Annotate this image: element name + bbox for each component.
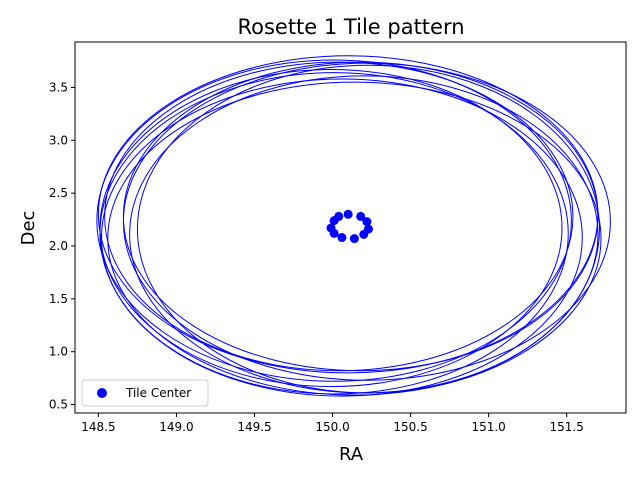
legend-marker <box>97 388 107 398</box>
x-axis: 148.5 149.0 149.5 150.0 150.5 151.0 151.5 <box>81 413 584 434</box>
tile-center-point <box>362 217 372 227</box>
x-tick-label: 149.5 <box>237 420 271 434</box>
y-tick-label: 1.5 <box>49 292 68 306</box>
x-axis-label: RA <box>339 444 364 465</box>
chart-title: Rosette 1 Tile pattern <box>237 15 464 39</box>
tile-outline-6 <box>107 81 602 396</box>
tile-center-point <box>359 229 369 239</box>
legend-box <box>81 379 209 407</box>
y-axis-label: Dec <box>18 211 39 246</box>
circles-layer <box>96 55 611 397</box>
x-tick-label: 150.0 <box>315 420 349 434</box>
x-tick-label: 148.5 <box>81 420 115 434</box>
legend: Tile Center <box>81 379 209 407</box>
x-tick-label: 151.5 <box>550 420 584 434</box>
x-tick-label: 150.5 <box>393 420 427 434</box>
tile-center-point <box>326 223 336 233</box>
y-axis: 0.5 1.0 1.5 2.0 2.5 3.0 3.5 <box>49 80 75 412</box>
y-tick-label: 1.0 <box>49 345 68 359</box>
tile-center-point <box>349 234 359 244</box>
legend-label: Tile Center <box>125 386 191 400</box>
y-tick-label: 2.0 <box>49 239 68 253</box>
plot-frame <box>74 41 627 414</box>
tile-center-point <box>343 209 353 219</box>
tile-center-point <box>334 211 344 221</box>
x-tick-label: 151.0 <box>471 420 505 434</box>
tile-outline-10 <box>96 59 572 382</box>
tile-outline-11 <box>104 61 574 372</box>
y-tick-label: 3.5 <box>49 80 68 94</box>
tile-center-point <box>337 233 347 243</box>
tile-center-point <box>356 211 366 221</box>
tile-outline-9 <box>99 68 563 388</box>
y-tick-label: 0.5 <box>49 398 68 412</box>
y-tick-label: 2.5 <box>49 186 68 200</box>
tile-outline-7 <box>101 78 583 397</box>
x-tick-label: 149.0 <box>159 420 193 434</box>
points-layer <box>326 209 373 244</box>
y-tick-label: 3.0 <box>49 133 68 147</box>
